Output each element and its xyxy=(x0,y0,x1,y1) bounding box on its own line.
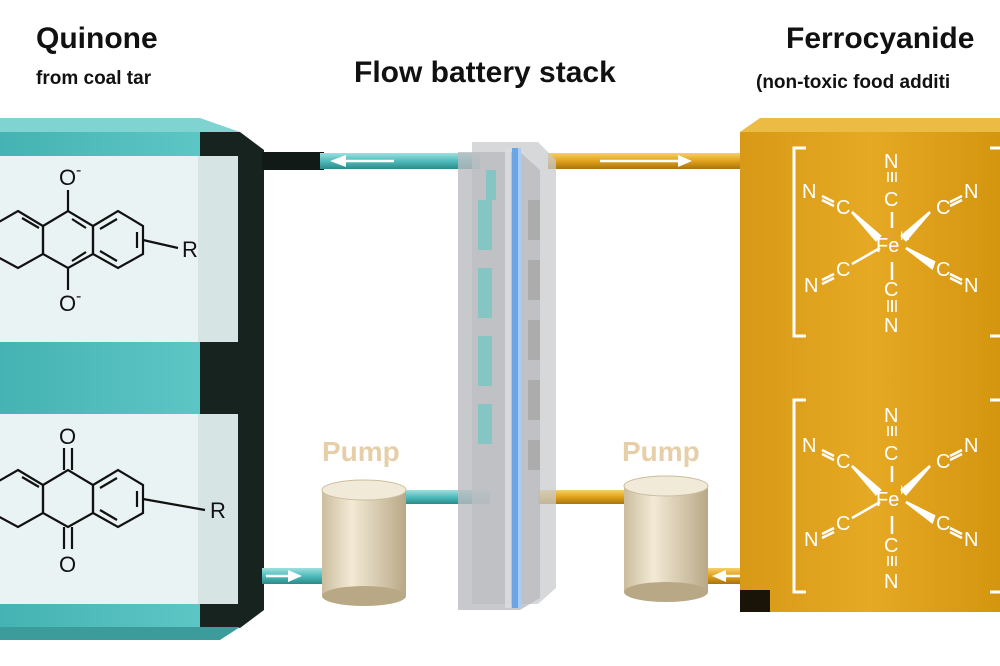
lower-complex-bonds xyxy=(821,426,963,566)
ferrocyanide-subtitle: (non-toxic food additi xyxy=(756,72,951,93)
svg-text:C: C xyxy=(884,535,898,557)
svg-text:III: III xyxy=(900,229,910,243)
upper-top-oxygen: O xyxy=(59,165,76,190)
upper-substituent: R xyxy=(182,237,198,262)
svg-text:C: C xyxy=(836,259,850,281)
upper-complex-atoms: N C N C C N Fe III C N C N C N xyxy=(802,151,978,337)
quinone-tank-top xyxy=(0,118,240,132)
upper-bottom-charge: - xyxy=(76,288,81,305)
svg-text:II: II xyxy=(900,483,907,497)
stack-membrane xyxy=(512,148,518,608)
quinone-title: Quinone xyxy=(36,22,158,55)
lower-bottom-oxygen: O xyxy=(59,552,76,577)
right-pump xyxy=(623,475,709,602)
stack-flow-channels xyxy=(528,200,540,470)
quinone-lower-molecule xyxy=(0,448,206,549)
battery-stack xyxy=(458,142,556,610)
svg-text:N: N xyxy=(884,315,898,337)
svg-text:C: C xyxy=(836,513,850,535)
lower-top-oxygen: O xyxy=(59,424,76,449)
svg-text:N: N xyxy=(802,181,816,203)
left-pump xyxy=(321,479,407,606)
svg-text:N: N xyxy=(964,529,978,551)
svg-text:C: C xyxy=(836,197,850,219)
stack-front-plate xyxy=(458,152,540,610)
svg-text:N: N xyxy=(804,529,818,551)
flow-arrow-right xyxy=(266,570,302,582)
svg-text:C: C xyxy=(884,443,898,465)
quinone-tank-bottom xyxy=(0,627,240,640)
svg-text:Fe: Fe xyxy=(876,235,899,257)
ferrocyanide-title: Ferrocyanide xyxy=(786,22,975,55)
gold-pipe-stack-to-pump xyxy=(538,490,638,504)
flow-arrow-right xyxy=(600,155,692,167)
ferrocyanide-tank-top xyxy=(740,118,1000,132)
flow-arrow-left xyxy=(330,155,394,167)
svg-text:C: C xyxy=(884,189,898,211)
svg-text:N: N xyxy=(884,151,898,173)
teal-pipe-top xyxy=(320,153,480,169)
stack-title: Flow battery stack xyxy=(354,56,616,89)
svg-text:N: N xyxy=(884,571,898,593)
teal-pipe-top-connector xyxy=(262,152,324,170)
svg-text:N: N xyxy=(802,435,816,457)
lower-substituent: R xyxy=(210,498,226,523)
svg-text:C: C xyxy=(836,451,850,473)
upper-bottom-oxygen: O xyxy=(59,291,76,316)
svg-text:N: N xyxy=(964,275,978,297)
lower-complex-atoms: N C N C C N Fe II C N C N C N xyxy=(802,405,978,593)
svg-text:C: C xyxy=(936,259,950,281)
stack-membrane-edge xyxy=(518,148,521,608)
upper-top-charge: - xyxy=(76,162,81,179)
svg-text:C: C xyxy=(936,197,950,219)
svg-text:N: N xyxy=(884,405,898,427)
lower-complex-brackets xyxy=(792,398,1000,594)
ferrocyanide-tank-shadow xyxy=(740,590,770,612)
quinone-upper-molecule xyxy=(0,190,179,290)
upper-complex-brackets xyxy=(792,146,1000,338)
svg-text:Fe: Fe xyxy=(876,489,899,511)
quinone-panel-shade xyxy=(198,156,238,342)
stack-flow-channels xyxy=(478,170,496,444)
ferrocyanide-tank xyxy=(740,118,1000,612)
upper-complex-bonds xyxy=(821,172,963,312)
svg-text:N: N xyxy=(964,435,978,457)
svg-text:C: C xyxy=(884,279,898,301)
ferrocyanide-tank-face xyxy=(740,132,1000,612)
svg-text:C: C xyxy=(936,513,950,535)
quinone-subtitle: from coal tar xyxy=(36,68,152,89)
svg-text:N: N xyxy=(804,275,818,297)
svg-text:C: C xyxy=(936,451,950,473)
right-pump-label: Pump xyxy=(622,436,700,467)
left-pump-label: Pump xyxy=(322,436,400,467)
quinone-tank xyxy=(0,118,264,640)
svg-text:N: N xyxy=(964,181,978,203)
stack-plate-edge xyxy=(505,148,511,608)
